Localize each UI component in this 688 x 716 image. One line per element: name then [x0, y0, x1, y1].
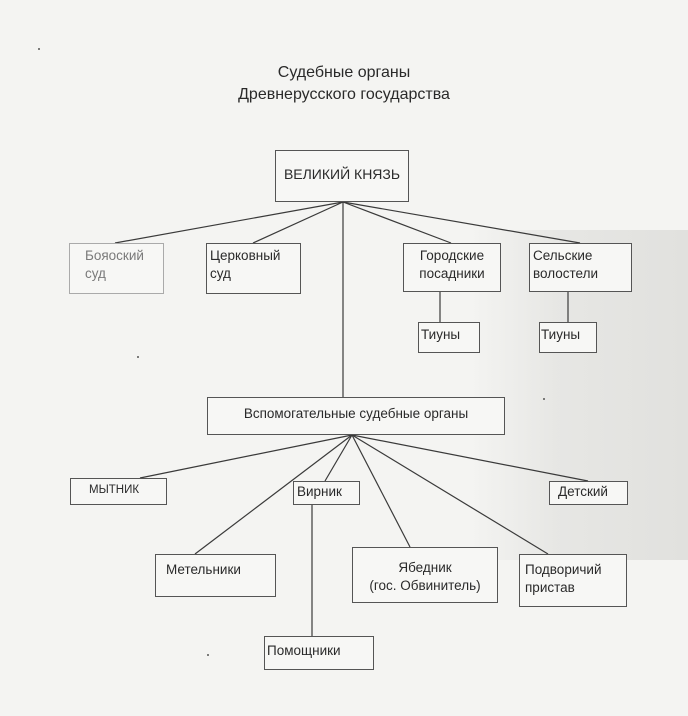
- edge-aux-mytnik: [139, 434, 353, 479]
- node-detsky: Детский: [549, 481, 628, 505]
- edge-aux-pristav: [351, 434, 549, 555]
- node-mytnik: МЫТНИК: [70, 478, 167, 505]
- scan-speck: [137, 356, 139, 358]
- scan-speck: [207, 654, 209, 656]
- edge-aux-virnik: [324, 434, 353, 482]
- node-metelniki: Метельники: [155, 554, 276, 597]
- node-auxiliary-organs: Вспомогательные судебные органы: [207, 397, 505, 435]
- node-boyar-court: Бояоский суд: [69, 243, 164, 294]
- node-rural-volosteli: Сельские волостели: [529, 243, 632, 292]
- edge-aux-metelniki: [194, 434, 353, 555]
- node-church-court: Церковный суд: [206, 243, 301, 294]
- node-tiuny-rural: Тиуны: [539, 322, 597, 353]
- node-podvorichiy-pristav: Подворичий пристав: [519, 554, 627, 607]
- diagram-title-line2: Древнерусского государства: [238, 86, 450, 103]
- node-city-posadniks: Городские посадники: [403, 243, 501, 292]
- edge-prince-city-posadniks: [342, 201, 452, 244]
- edge-prince-church-court: [252, 201, 344, 244]
- edge-prince-boyar-court: [114, 201, 344, 244]
- scan-speck: [38, 48, 40, 50]
- scan-speck: [543, 398, 545, 400]
- node-yabednik: Ябедник (гос. Обвинитель): [352, 547, 498, 603]
- node-tiuny-city: Тиуны: [418, 322, 480, 353]
- node-grand-prince: ВЕЛИКИЙ КНЯЗЬ: [275, 150, 409, 202]
- node-virnik: Вирник: [293, 481, 360, 505]
- edge-aux-detsky: [351, 434, 589, 482]
- node-pomoshchniki: Помощники: [264, 636, 374, 670]
- diagram-title-line1: Судебные органы: [277, 64, 411, 81]
- edge-aux-yabednik: [351, 434, 411, 548]
- edge-prince-rural-volosteli: [342, 201, 581, 244]
